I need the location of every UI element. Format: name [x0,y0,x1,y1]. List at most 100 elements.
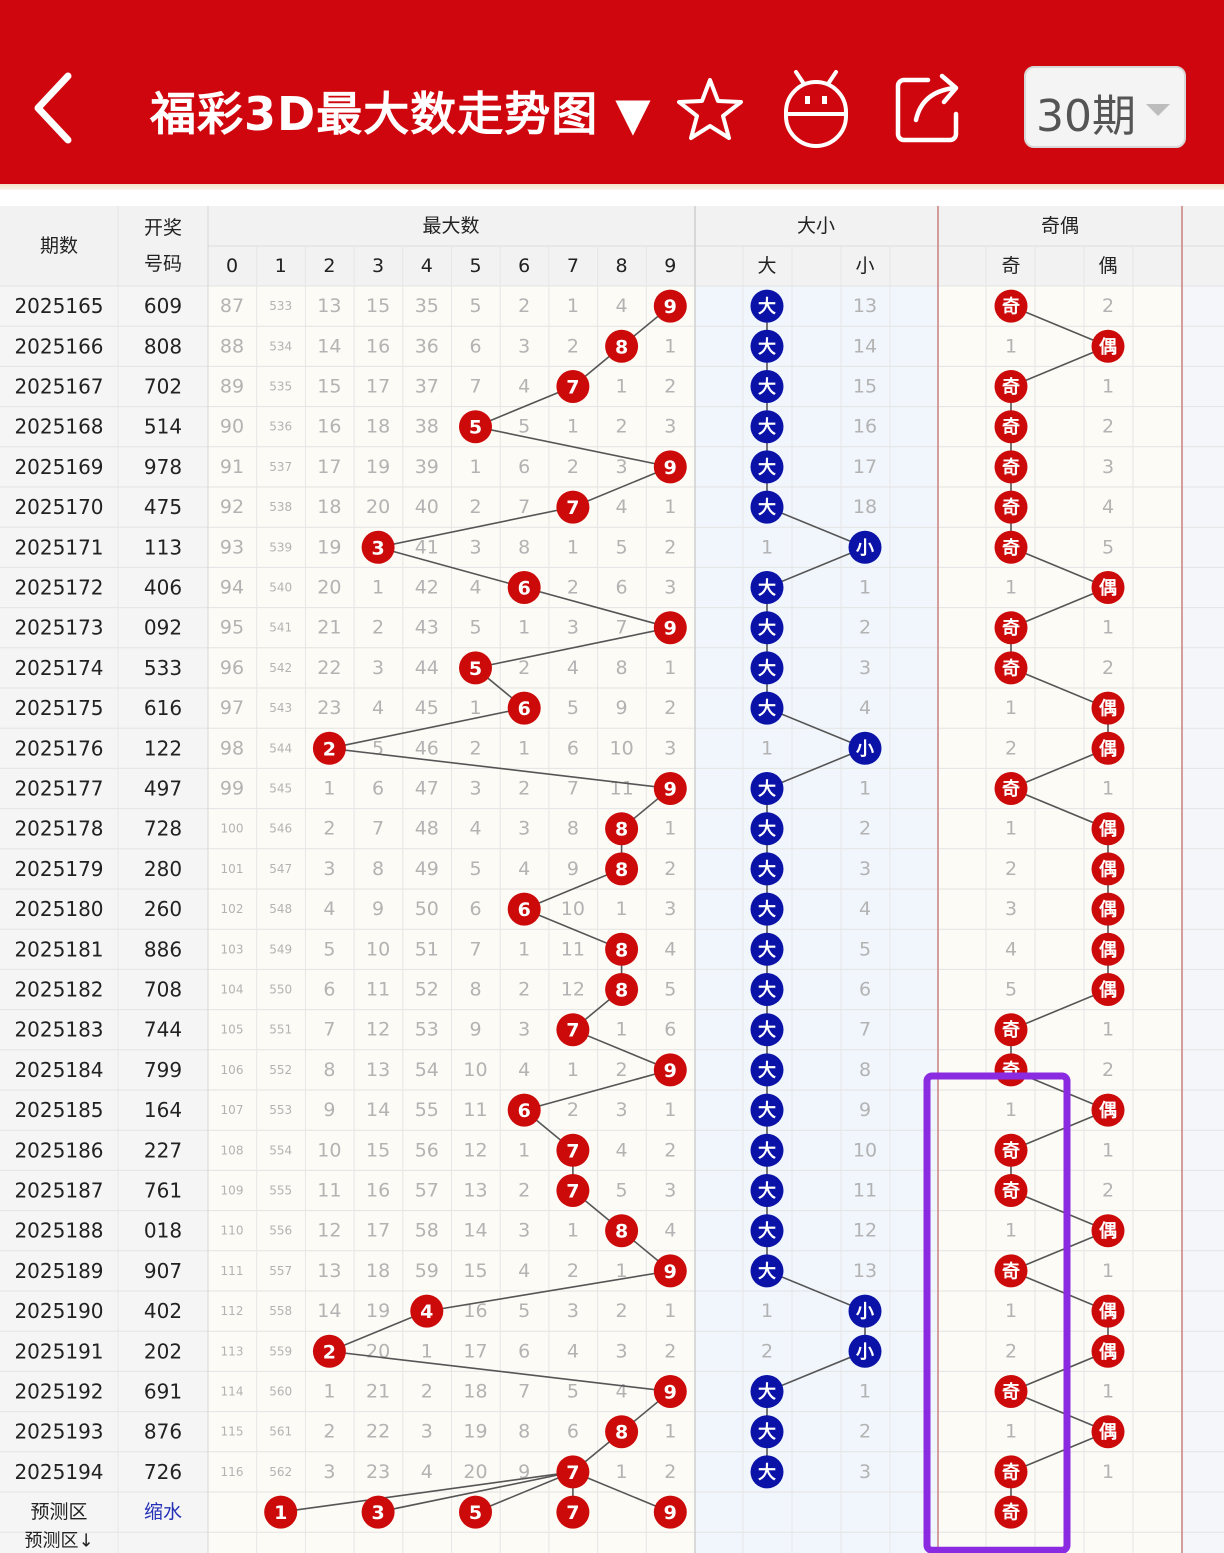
max-digit-ball [605,1214,639,1248]
prediction-link-line [572,1471,671,1513]
prediction-ball [556,1495,590,1529]
size-area-bg [695,206,938,1553]
max-digit-ball [556,1133,590,1167]
size-ball-label: 大 [758,1381,776,1403]
share-icon[interactable] [892,70,968,146]
col-header-digit: 1 [275,255,287,277]
miss-count: 87 [220,295,244,317]
issue-cell: 2025182 [14,978,103,1002]
miss-count: 103 [221,942,244,956]
miss-count: 18 [366,1260,390,1282]
parity-miss-count: 1 [1102,376,1114,398]
prediction-ball-label: 5 [469,1502,482,1524]
col-header-digit: 9 [664,255,676,277]
miss-count: 102 [221,902,244,916]
miss-count: 1 [616,1019,628,1041]
miss-count: 98 [220,737,244,759]
parity-miss-count: 1 [1005,818,1017,840]
prediction-parity-ball-label: 奇 [1002,1502,1020,1524]
parity-miss-count: 1 [1005,577,1017,599]
max-digit-ball-label: 9 [664,296,677,318]
max-digit-ball-label: 7 [566,1020,579,1042]
parity-ball [1091,731,1125,765]
robot-icon[interactable] [778,66,854,150]
parity-ball [994,611,1028,645]
issue-cell: 2025189 [14,1259,103,1283]
max-digit-ball [556,1455,590,1489]
size-miss-count: 6 [859,979,871,1001]
miss-count: 539 [269,540,292,554]
size-ball-label: 小 [856,739,874,760]
number-cell: 744 [144,1018,182,1042]
col-header-max: 最大数 [422,215,479,237]
miss-count: 8 [518,536,530,558]
parity-ball [1091,1334,1125,1368]
number-cell: 886 [144,937,182,961]
size-ball-label: 小 [856,1302,874,1323]
miss-count: 559 [269,1344,292,1358]
size-ball [750,1133,784,1167]
size-miss-count: 17 [853,456,877,478]
miss-count: 59 [415,1260,439,1282]
miss-count: 10 [610,737,634,759]
miss-count: 20 [366,1340,390,1362]
size-miss-count: 3 [859,657,871,679]
star-icon[interactable] [676,76,744,144]
parity-ball [1091,1214,1125,1248]
size-ball [750,370,784,403]
miss-count: 5 [372,737,384,759]
miss-count: 8 [469,979,481,1001]
miss-count: 8 [372,858,384,880]
miss-count: 4 [664,1220,676,1242]
miss-count: 4 [567,657,579,679]
max-digit-ball-label: 4 [420,1301,433,1323]
parity-miss-count: 1 [1005,1421,1017,1443]
miss-count: 1 [567,536,579,558]
back-arrow-icon[interactable] [28,70,78,146]
parity-miss-count: 1 [1005,1099,1017,1121]
prediction-label: 预测区 [30,1501,87,1523]
period-select[interactable]: 30期 [1024,66,1186,148]
page-title[interactable]: 福彩3D最大数走势图 ▼ [150,87,652,141]
parity-ball [1091,691,1125,725]
number-cell: 202 [144,1339,182,1363]
miss-count: 110 [221,1224,244,1238]
parity-ball-label: 偶 [1099,939,1117,961]
max-digit-ball [653,772,687,805]
miss-count: 555 [269,1184,292,1198]
miss-count: 556 [269,1224,292,1238]
parity-ball-label: 偶 [1099,1301,1117,1323]
miss-count: 5 [616,1180,628,1202]
parity-ball-label: 奇 [1002,1140,1020,1162]
miss-count: 5 [567,697,579,719]
miss-count: 7 [616,617,628,639]
number-cell: 402 [144,1299,182,1323]
number-cell: 691 [144,1380,182,1404]
miss-count: 3 [323,1461,335,1483]
miss-count: 9 [567,858,579,880]
issue-cell: 2025175 [14,696,103,720]
miss-count: 543 [269,701,292,715]
miss-count: 8 [567,818,579,840]
prediction-tag: 缩水 [144,1501,182,1523]
max-digit-ball-label: 7 [566,497,579,519]
max-digit-ball [605,852,639,886]
size-ball-label: 小 [856,1342,874,1363]
prediction-ball [653,1495,687,1529]
miss-count: 48 [415,818,439,840]
size-ball-label: 大 [758,617,776,639]
prediction-parity-ball [994,1495,1028,1529]
miss-count: 35 [415,295,439,317]
miss-count: 1 [518,938,530,960]
miss-count: 2 [518,295,530,317]
parity-ball-label: 奇 [1002,1381,1020,1403]
issue-cell: 2025171 [14,535,103,559]
miss-count: 17 [463,1340,487,1362]
size-ball-label: 大 [758,979,776,1001]
size-ball-label: 大 [758,899,776,921]
size-ball-label: 大 [758,416,776,438]
miss-count: 21 [317,617,341,639]
parity-ball-label: 偶 [1099,1100,1117,1122]
miss-count: 554 [269,1143,292,1157]
size-miss-count: 10 [853,1139,877,1161]
